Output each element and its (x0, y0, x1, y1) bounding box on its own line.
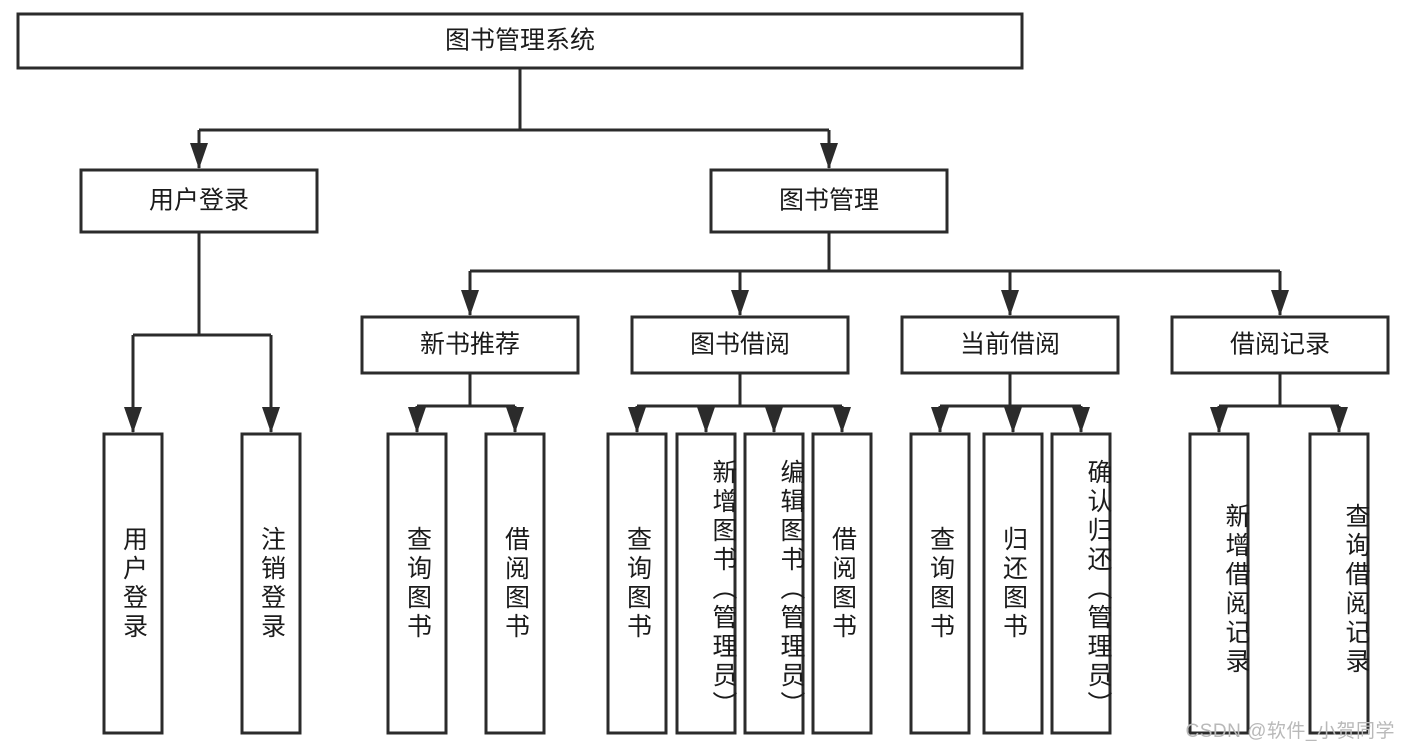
leaf-query-book-1-box (386, 432, 448, 735)
leaf-user-login-box (102, 432, 164, 735)
level3-new-book-recommend-label: 新书推荐 (420, 331, 520, 359)
connectors-layer (124, 68, 1348, 433)
connector-arrowhead (1271, 290, 1289, 316)
level3-borrow-record-box (1170, 315, 1390, 375)
level3-current-borrow-box (900, 315, 1120, 375)
connector-arrowhead (1210, 407, 1228, 433)
connector-arrowhead (1072, 407, 1090, 433)
level3-new-book-recommend-box (360, 315, 580, 375)
level2-user-login-label: 用户登录 (149, 187, 249, 215)
leaf-query-record-box (1308, 432, 1370, 735)
connector-arrowhead (262, 407, 280, 433)
leaf-query-book-2-box (606, 432, 668, 735)
watermark: CSDN @软件_小贺同学 (1185, 721, 1395, 742)
level3-book-borrow-box (630, 315, 850, 375)
connector-arrowhead (506, 407, 524, 433)
connector-arrowhead (820, 143, 838, 169)
leaf-query-book-3-box (909, 432, 971, 735)
level2-book-manage-box (709, 168, 949, 234)
leaf-return-book-box (982, 432, 1044, 735)
level3-current-borrow-label: 当前借阅 (960, 331, 1060, 359)
leaf-borrow-book-1-box (484, 432, 546, 735)
root-node-box (16, 12, 1024, 70)
connector-arrowhead (461, 290, 479, 316)
leaf-user-logout-box (240, 432, 302, 735)
boxes-layer (16, 12, 1390, 735)
connector-arrowhead (1001, 290, 1019, 316)
leaf-add-record-box (1188, 432, 1250, 735)
connector-arrowhead (765, 407, 783, 433)
level2-user-login-box (79, 168, 319, 234)
connector-arrowhead (731, 290, 749, 316)
leaf-borrow-book-2-box (811, 432, 873, 735)
leaf-add-book-box (675, 432, 737, 735)
connector-arrowhead (408, 407, 426, 433)
connector-arrowhead (628, 407, 646, 433)
level3-book-borrow-label: 图书借阅 (690, 331, 790, 359)
connector-arrowhead (931, 407, 949, 433)
connector-arrowhead (124, 407, 142, 433)
leaf-confirm-return-box (1050, 432, 1112, 735)
leaf-edit-book-box (743, 432, 805, 735)
connector-arrowhead (1004, 407, 1022, 433)
connector-arrowhead (697, 407, 715, 433)
level3-borrow-record-label: 借阅记录 (1230, 331, 1330, 359)
connector-arrowhead (1330, 407, 1348, 433)
connector-arrowhead (190, 143, 208, 169)
level2-book-manage-label: 图书管理 (779, 187, 879, 215)
connector-arrowhead (833, 407, 851, 433)
root-node-label: 图书管理系统 (445, 27, 595, 55)
